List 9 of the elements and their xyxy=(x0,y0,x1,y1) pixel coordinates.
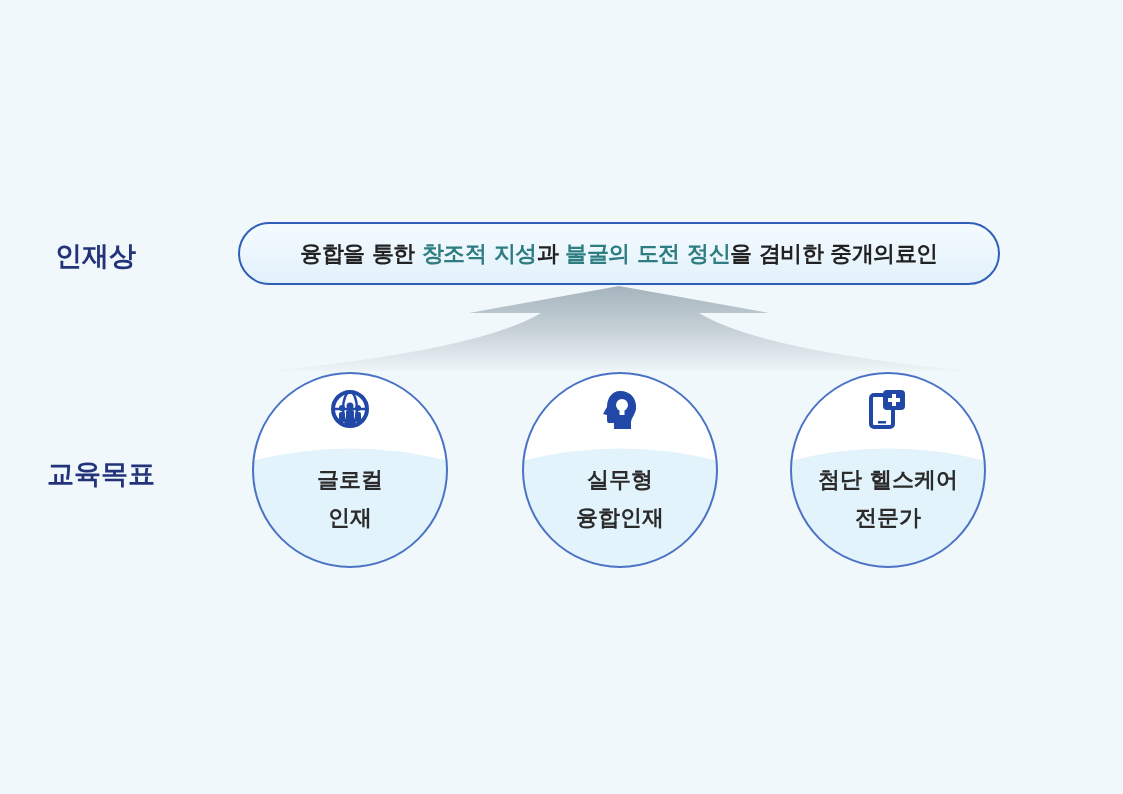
goal-circle xyxy=(251,371,449,569)
row-label: 인재상 xyxy=(55,239,136,273)
vision-pill: 융합을 통한 창조적 지성과 불굴의 도전 정신을 겸비한 중개의료인 xyxy=(238,222,1000,285)
goal-circle xyxy=(521,371,719,569)
goal-text: 실무형 융합인재 xyxy=(575,466,665,532)
goal-text: 글로컬 인재 xyxy=(316,466,384,532)
row-label: 교육목표 xyxy=(47,457,155,491)
goal-text: 첨단 헬스케어 전문가 xyxy=(817,466,959,532)
goal-circle xyxy=(789,371,987,569)
